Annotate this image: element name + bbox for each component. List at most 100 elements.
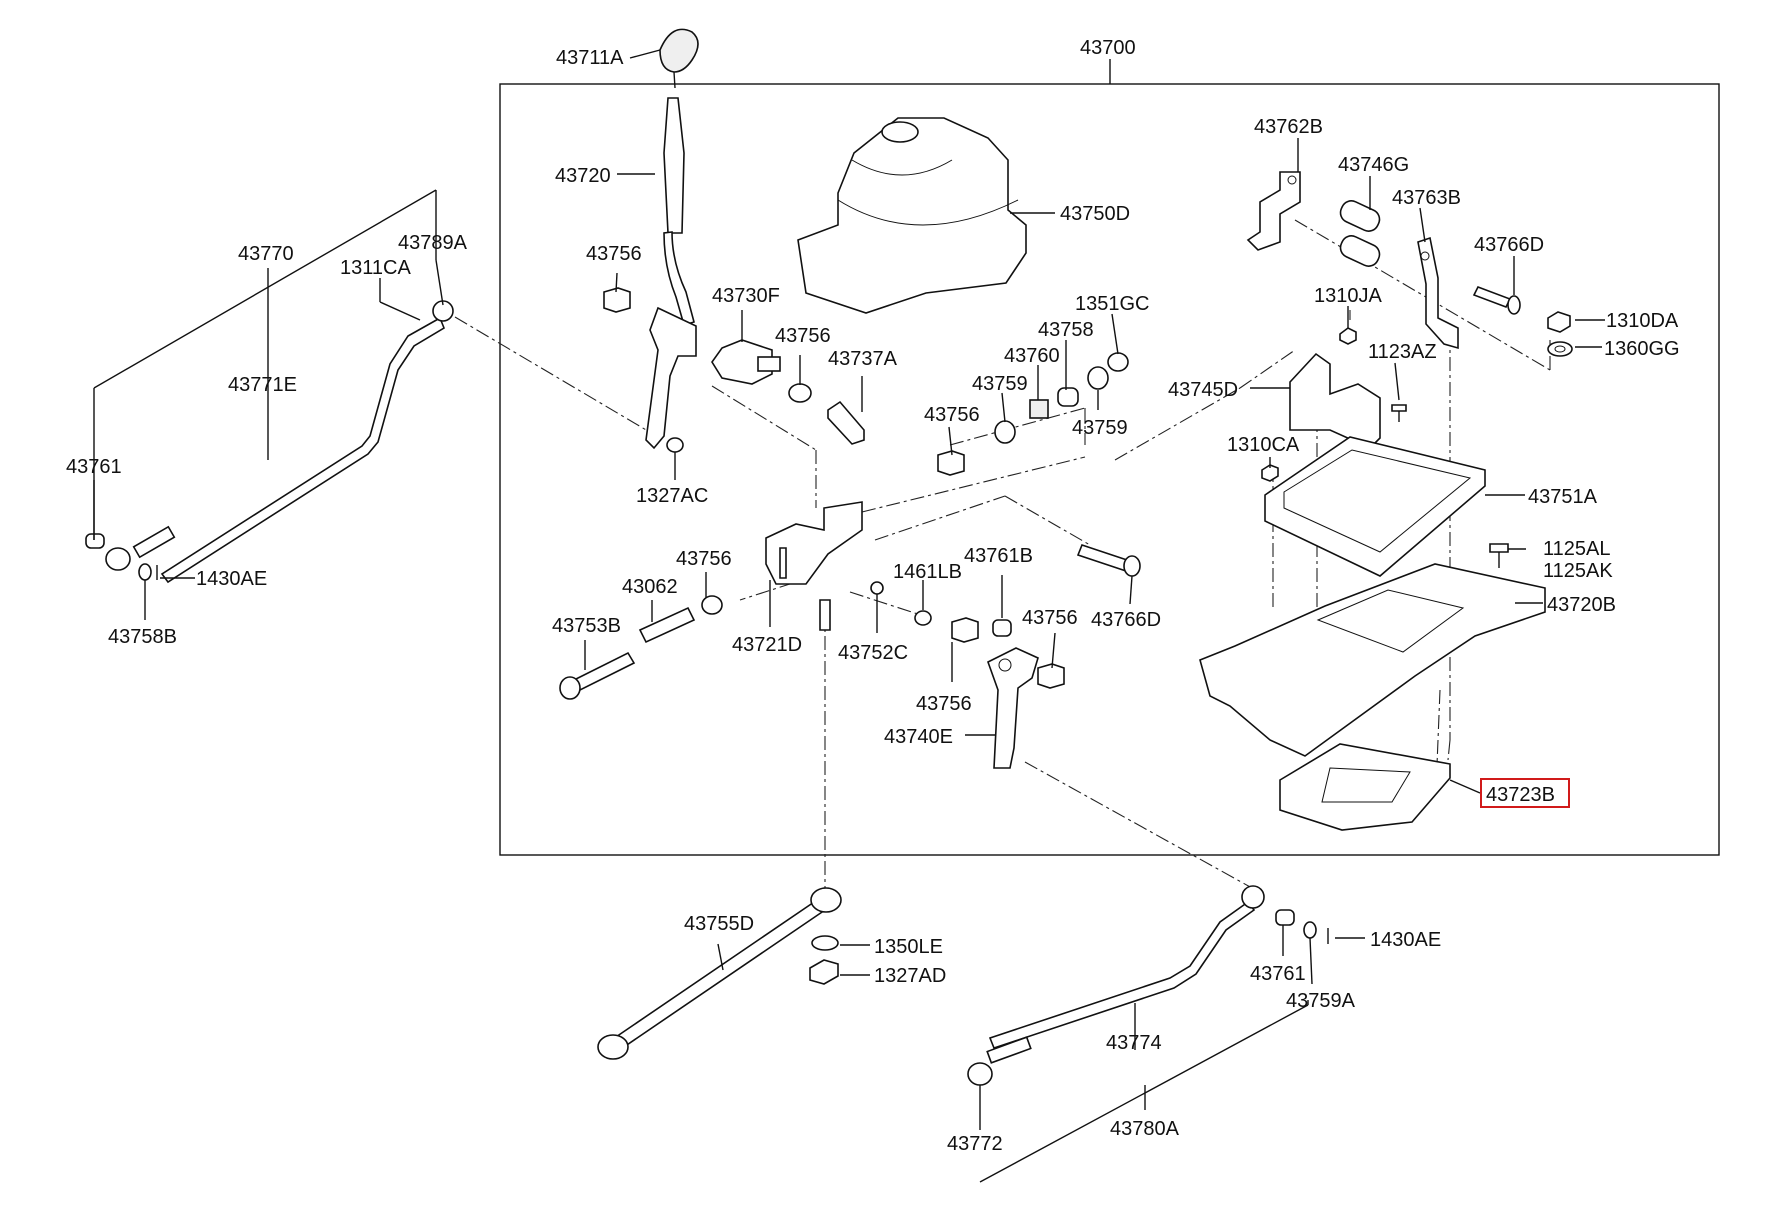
bolt-43753b [559, 651, 636, 700]
label-1430ae-left[interactable]: 1430AE [196, 568, 267, 590]
label-43789a[interactable]: 43789A [398, 232, 468, 254]
label-43756-f[interactable]: 43756 [916, 693, 972, 715]
rod-43755d [597, 887, 842, 1060]
shift-knob [659, 28, 699, 89]
label-43750d[interactable]: 43750D [1060, 203, 1130, 225]
housing-43721d [765, 501, 863, 631]
label-43711a[interactable]: 43711A [556, 47, 624, 69]
pin-43766d-mid [1076, 544, 1141, 577]
label-43740e[interactable]: 43740E [884, 726, 953, 748]
cable-43774 [967, 885, 1265, 1086]
label-43759a[interactable]: 43759A [1286, 990, 1356, 1012]
label-43772[interactable]: 43772 [947, 1133, 1003, 1155]
lever-43740e [987, 647, 1039, 769]
label-43771e[interactable]: 43771E [228, 374, 297, 396]
cable-43771e [105, 300, 454, 584]
label-1461lb[interactable]: 1461LB [893, 561, 962, 583]
bushing-43756-a [603, 287, 631, 313]
label-43756-c[interactable]: 43756 [924, 404, 980, 426]
clip-43752c [870, 581, 884, 595]
bushing-43761-right [1275, 909, 1295, 926]
label-43763b[interactable]: 43763B [1392, 187, 1461, 209]
bracket-43730f [711, 339, 781, 385]
bushing-43758 [1057, 387, 1079, 407]
nut-1310da [1547, 311, 1571, 333]
label-1327ad[interactable]: 1327AD [874, 965, 946, 987]
label-43780a[interactable]: 43780A [1110, 1118, 1180, 1140]
label-43774[interactable]: 43774 [1106, 1032, 1162, 1054]
label-1311ca[interactable]: 1311CA [340, 257, 411, 279]
washer-43758b [138, 563, 152, 581]
bushings-43746g [1339, 200, 1381, 267]
label-43745d[interactable]: 43745D [1168, 379, 1238, 401]
bushing-43761b [992, 619, 1012, 637]
label-43761b[interactable]: 43761B [964, 545, 1033, 567]
label-43756-e[interactable]: 43756 [1022, 607, 1078, 629]
leader-lines [93, 49, 1605, 1183]
label-43756-d[interactable]: 43756 [676, 548, 732, 570]
bracket-43763b [1417, 236, 1459, 350]
part-labels: 43711A 43700 43720 43750D 43762B 43746G … [66, 37, 1680, 1155]
label-1430ae-right[interactable]: 1430AE [1370, 929, 1441, 951]
bushing-43756-e [951, 617, 979, 643]
label-1310ca[interactable]: 1310CA [1227, 434, 1300, 456]
label-1351gc[interactable]: 1351GC [1075, 293, 1150, 315]
label-43760[interactable]: 43760 [1004, 345, 1060, 367]
base-plate-43720b [1199, 563, 1546, 757]
label-1310ja[interactable]: 1310JA [1314, 285, 1382, 307]
label-1360gg[interactable]: 1360GG [1604, 338, 1680, 360]
assembly-lines [454, 219, 1551, 900]
highlight-box-43723b [1480, 778, 1570, 808]
sleeve-43062 [638, 606, 696, 644]
spring-43760 [1029, 399, 1049, 419]
shift-lever [645, 97, 697, 450]
bolt-1123az [1391, 404, 1407, 422]
label-43756-b[interactable]: 43756 [775, 325, 831, 347]
label-43723b[interactable]: 43723B [1486, 784, 1555, 806]
washer-1360gg [1547, 341, 1573, 357]
bolt-1125al [1489, 543, 1509, 568]
label-43755d[interactable]: 43755D [684, 913, 754, 935]
washer-43759-a [994, 420, 1016, 444]
label-43762b[interactable]: 43762B [1254, 116, 1323, 138]
label-1310da[interactable]: 1310DA [1606, 310, 1679, 332]
label-43761-right[interactable]: 43761 [1250, 963, 1306, 985]
label-1125ak[interactable]: 1125AK [1543, 560, 1613, 582]
washer-1351gc [1107, 352, 1129, 372]
label-43758b[interactable]: 43758B [108, 626, 177, 648]
bracket-43745d [1289, 327, 1381, 449]
label-1123az[interactable]: 1123AZ [1368, 341, 1437, 363]
bushing-43756-b [788, 383, 812, 403]
label-43730f[interactable]: 43730F [712, 285, 780, 307]
label-43737a[interactable]: 43737A [828, 348, 898, 370]
label-43746g[interactable]: 43746G [1338, 154, 1409, 176]
label-43720[interactable]: 43720 [555, 165, 611, 187]
label-43759-a[interactable]: 43759 [972, 373, 1028, 395]
bushing-43756-c [937, 450, 965, 476]
label-43766d-mid[interactable]: 43766D [1091, 609, 1161, 631]
label-43752c[interactable]: 43752C [838, 642, 908, 664]
label-43759-b[interactable]: 43759 [1072, 417, 1128, 439]
label-43721d[interactable]: 43721D [732, 634, 802, 656]
bracket-43762b [1246, 171, 1301, 251]
washer-43759-b [1087, 366, 1109, 390]
bushing-43756-f [1037, 663, 1065, 689]
label-43766d-top[interactable]: 43766D [1474, 234, 1544, 256]
washer-1350le [811, 935, 839, 951]
bushing-43761-left [85, 533, 105, 549]
pin-43737a [827, 400, 865, 445]
label-43756-a[interactable]: 43756 [586, 243, 642, 265]
label-1327ac[interactable]: 1327AC [636, 485, 708, 507]
label-43720b[interactable]: 43720B [1547, 594, 1616, 616]
label-1350le[interactable]: 1350LE [874, 936, 943, 958]
label-43758[interactable]: 43758 [1038, 319, 1094, 341]
label-43062[interactable]: 43062 [622, 576, 678, 598]
label-43751a[interactable]: 43751A [1528, 486, 1598, 508]
clip-1461lb [914, 610, 932, 626]
label-43700[interactable]: 43700 [1080, 37, 1136, 59]
label-43761-left[interactable]: 43761 [66, 456, 122, 478]
label-1125al[interactable]: 1125AL [1543, 538, 1610, 560]
label-43753b[interactable]: 43753B [552, 615, 621, 637]
label-43770[interactable]: 43770 [238, 243, 294, 265]
